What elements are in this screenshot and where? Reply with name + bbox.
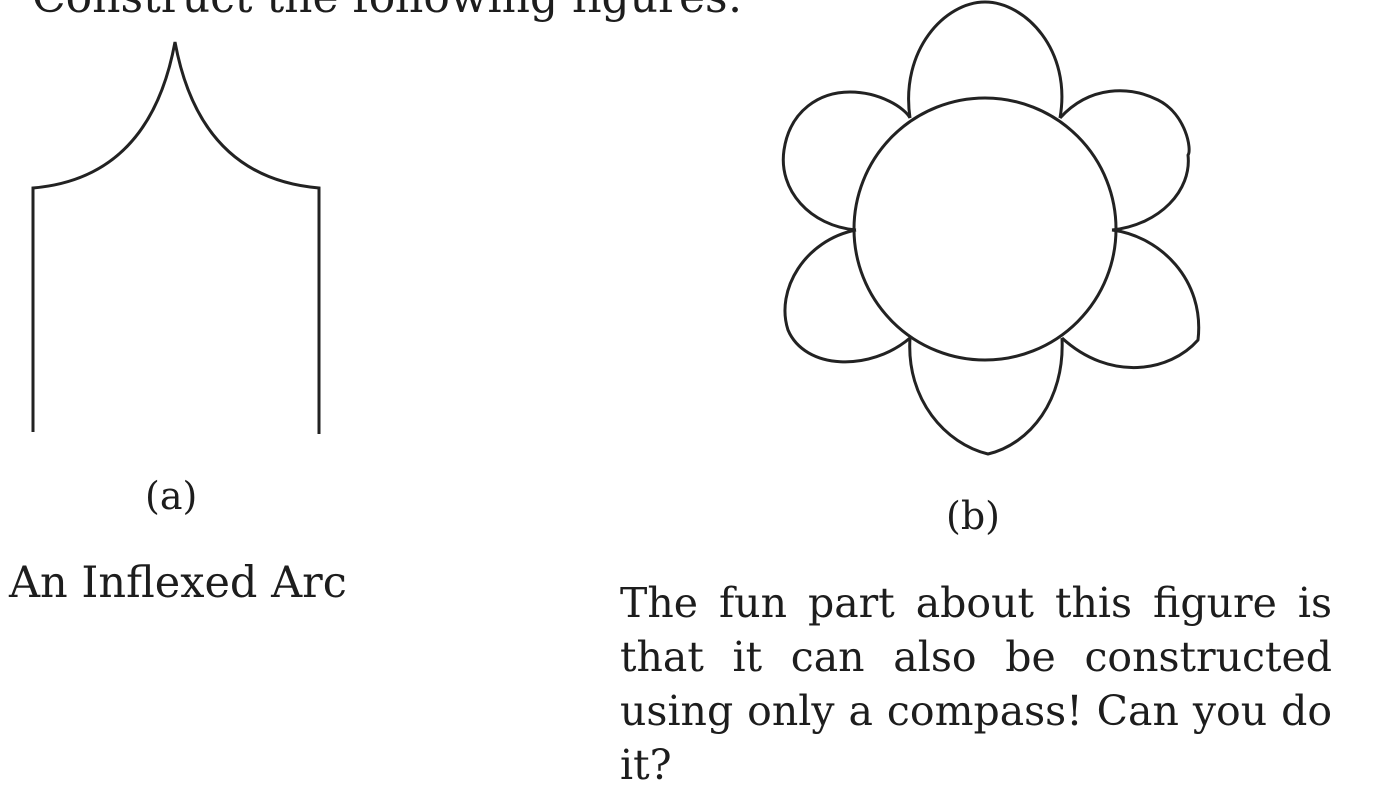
flower-petal-upper-right — [1058, 89, 1191, 232]
figure-b-caption: The fun part about this figure is that i… — [620, 579, 1332, 789]
flower-petal-bottom — [908, 337, 1064, 456]
flower-petal-lower-right — [1060, 228, 1201, 370]
page-heading: Construct the following figures: — [32, 0, 742, 22]
figures-canvas — [31, 0, 1201, 456]
figure-b-label: (b) — [946, 494, 1000, 538]
flower-center-circle — [852, 96, 1118, 362]
flower-petal-top — [907, 0, 1064, 119]
flower-petal-lower-left — [783, 228, 911, 364]
flower-figure — [781, 0, 1201, 456]
figure-a-caption: An Inflexed Arc — [9, 558, 347, 608]
figure-a-label: (a) — [145, 474, 198, 518]
inflexed-arc-figure — [31, 41, 321, 434]
flower-petal-upper-left — [781, 90, 912, 232]
